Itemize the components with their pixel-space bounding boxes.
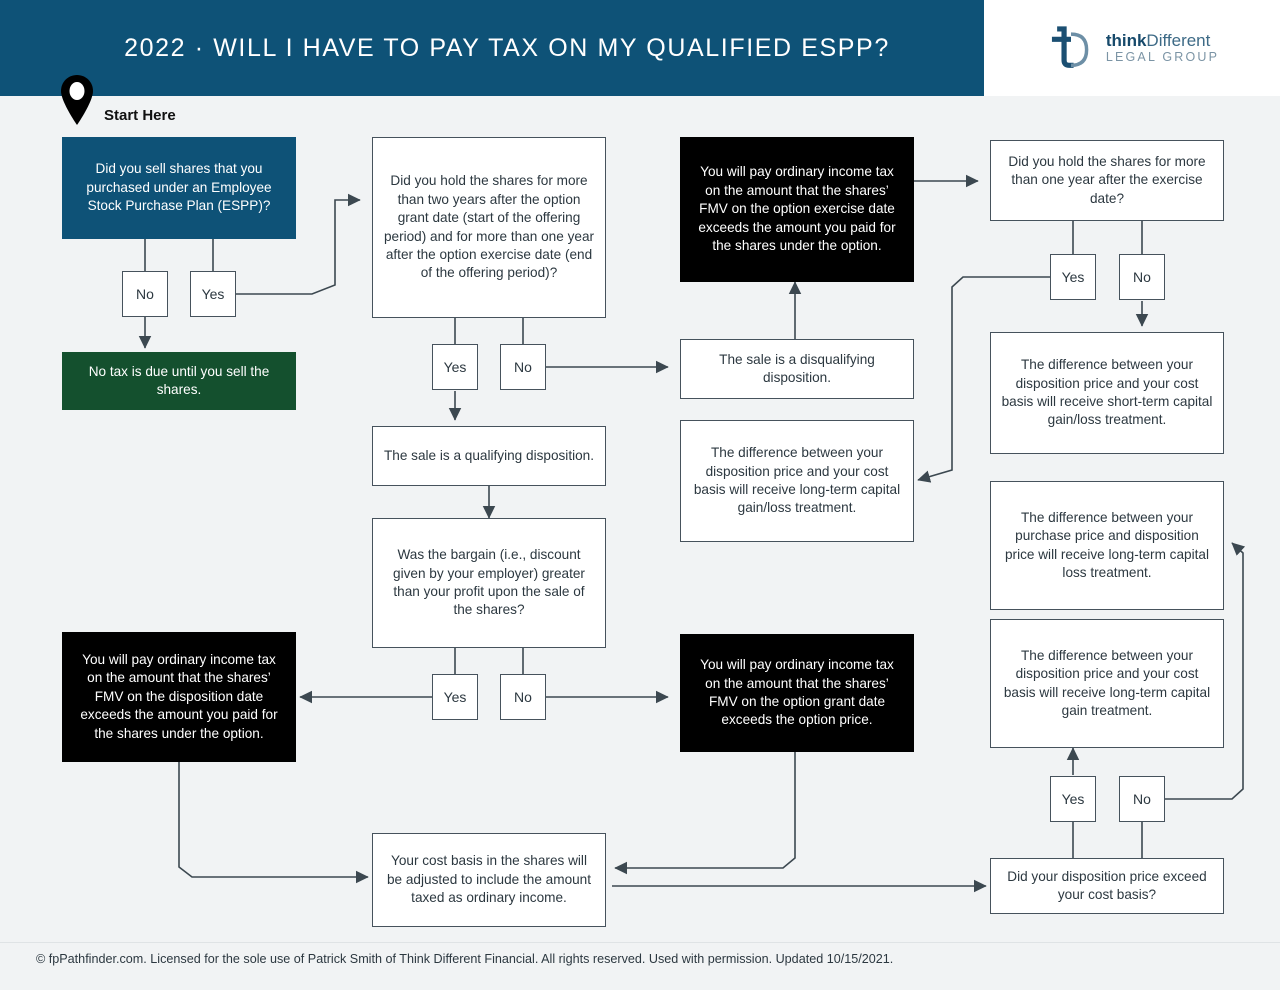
node-question-disposition-exceed[interactable]: Did your disposition price exceed your c… xyxy=(990,858,1224,914)
node-text: Did your disposition price exceed your c… xyxy=(1007,868,1207,902)
branch-label: No xyxy=(1133,269,1151,285)
node-text: Did you hold the shares for more than on… xyxy=(1008,153,1206,206)
brand-logo: thinkDifferent LEGAL GROUP xyxy=(984,0,1280,96)
node-text: Your cost basis in the shares will be ad… xyxy=(386,853,592,906)
node-outcome-long-term-gain-loss[interactable]: The difference between your disposition … xyxy=(680,420,914,542)
node-outcome-ordinary-income-exercise[interactable]: You will pay ordinary income tax on the … xyxy=(680,137,914,282)
node-question-hold-two-years[interactable]: Did you hold the shares for more than tw… xyxy=(372,137,606,318)
node-outcome-long-term-gain[interactable]: The difference between your disposition … xyxy=(990,619,1224,748)
map-pin-icon xyxy=(61,75,93,125)
node-outcome-cost-basis-adjusted[interactable]: Your cost basis in the shares will be ad… xyxy=(372,833,606,927)
start-here-label: Start Here xyxy=(104,107,176,124)
node-text: The sale is a qualifying disposition. xyxy=(383,447,595,463)
brand-name-different: Different xyxy=(1146,31,1211,51)
branch-label: Yes xyxy=(443,689,467,705)
branch-label: Yes xyxy=(201,286,225,302)
branch-label: Yes xyxy=(443,359,467,375)
node-outcome-short-term-gain-loss[interactable]: The difference between your disposition … xyxy=(990,332,1224,454)
branch-disposition-no[interactable]: No xyxy=(1119,776,1165,822)
node-outcome-qualifying-disposition[interactable]: The sale is a qualifying disposition. xyxy=(372,426,606,486)
branch-hold-two-yes[interactable]: Yes xyxy=(432,344,478,390)
page-title: 2022 · WILL I HAVE TO PAY TAX ON MY QUAL… xyxy=(124,33,890,62)
branch-label: Yes xyxy=(1061,269,1085,285)
brand-name-line: thinkDifferent xyxy=(1106,32,1219,50)
node-text: The difference between your disposition … xyxy=(1003,647,1211,718)
node-question-bargain[interactable]: Was the bargain (i.e., discount given by… xyxy=(372,518,606,648)
footer-divider xyxy=(0,942,1280,943)
branch-bargain-yes[interactable]: Yes xyxy=(432,674,478,720)
node-text: You will pay ordinary income tax on the … xyxy=(80,651,278,741)
branch-label: No xyxy=(1133,791,1151,807)
node-text: No tax is due until you sell the shares. xyxy=(88,363,270,397)
node-outcome-ordinary-income-disposition[interactable]: You will pay ordinary income tax on the … xyxy=(62,632,296,762)
node-text: Did you hold the shares for more than tw… xyxy=(383,173,595,281)
node-outcome-long-term-loss[interactable]: The difference between your purchase pri… xyxy=(990,481,1224,610)
node-text: You will pay ordinary income tax on the … xyxy=(698,164,896,254)
node-text: The difference between your disposition … xyxy=(693,445,901,516)
node-outcome-no-tax-due[interactable]: No tax is due until you sell the shares. xyxy=(62,352,296,410)
node-question-hold-one-year[interactable]: Did you hold the shares for more than on… xyxy=(990,140,1224,221)
footer-copyright: © fpPathfinder.com. Licensed for the sol… xyxy=(36,952,894,966)
branch-disposition-yes[interactable]: Yes xyxy=(1050,776,1096,822)
brand-tagline: LEGAL GROUP xyxy=(1105,49,1220,64)
node-outcome-ordinary-income-grant[interactable]: You will pay ordinary income tax on the … xyxy=(680,634,914,752)
node-outcome-disqualifying-disposition[interactable]: The sale is a disqualifying disposition. xyxy=(680,339,914,399)
branch-label: No xyxy=(514,689,532,705)
node-text: The difference between your purchase pri… xyxy=(1005,509,1209,580)
node-text: Did you sell shares that you purchased u… xyxy=(86,161,272,214)
brand-name-think: think xyxy=(1105,31,1147,51)
header-bar xyxy=(0,0,984,96)
node-question-sold-espp[interactable]: Did you sell shares that you purchased u… xyxy=(62,137,296,239)
branch-espp-yes[interactable]: Yes xyxy=(190,271,236,317)
branch-espp-no[interactable]: No xyxy=(122,271,168,317)
branch-hold-one-yes[interactable]: Yes xyxy=(1050,254,1096,300)
think-different-logo-icon xyxy=(1051,26,1089,68)
node-text: The sale is a disqualifying disposition. xyxy=(719,351,875,385)
branch-hold-one-no[interactable]: No xyxy=(1119,254,1165,300)
node-text: Was the bargain (i.e., discount given by… xyxy=(393,547,585,618)
branch-label: No xyxy=(514,359,532,375)
node-text: You will pay ordinary income tax on the … xyxy=(700,657,894,728)
brand-logo-text: thinkDifferent LEGAL GROUP xyxy=(1106,32,1219,64)
branch-label: No xyxy=(136,286,154,302)
branch-hold-two-no[interactable]: No xyxy=(500,344,546,390)
node-text: The difference between your disposition … xyxy=(1001,357,1213,428)
branch-bargain-no[interactable]: No xyxy=(500,674,546,720)
branch-label: Yes xyxy=(1061,791,1085,807)
